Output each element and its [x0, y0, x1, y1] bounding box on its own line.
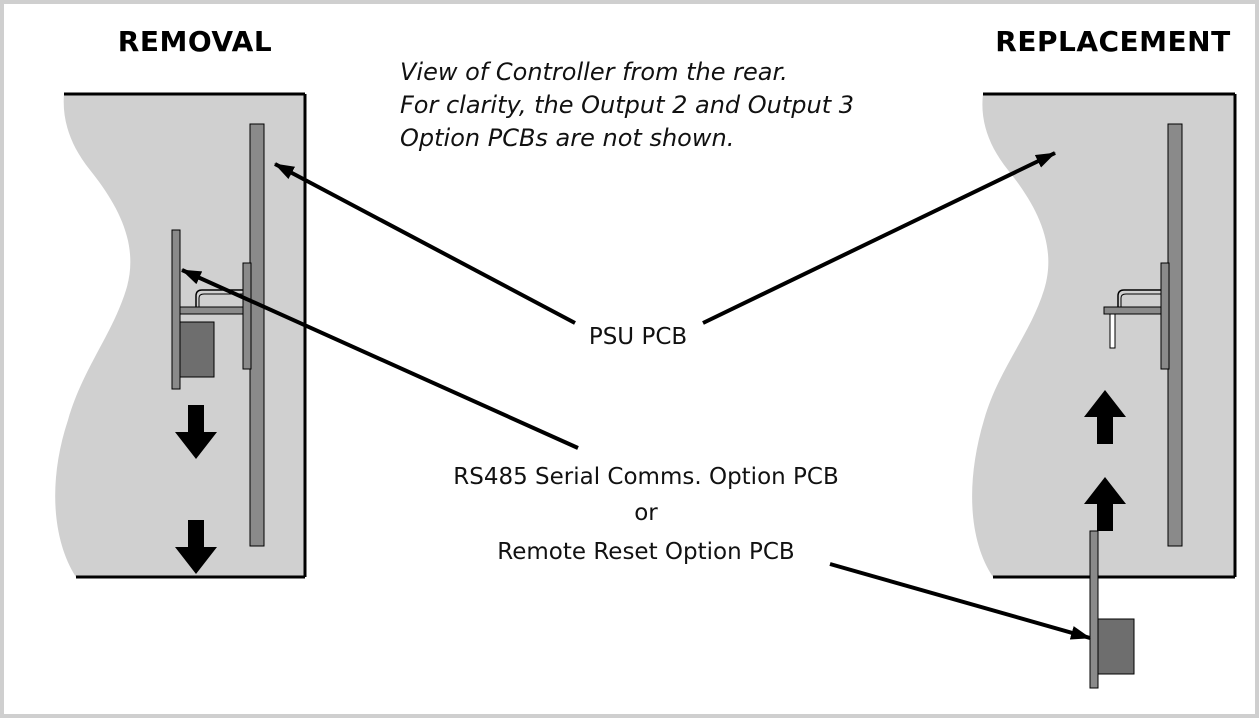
note-line-3: Option PCBs are not shown.: [400, 124, 734, 152]
removal-down-arrow-2: [175, 520, 217, 574]
option-label-line-2: or: [634, 500, 658, 526]
option-label-line-3: Remote Reset Option PCB: [497, 539, 794, 565]
replacement-panel: [972, 92, 1237, 689]
arrow-psu-to-removal: [274, 162, 576, 325]
option-label-line-1: RS485 Serial Comms. Option PCB: [453, 464, 839, 490]
replacement-socket-pin: [1109, 313, 1116, 349]
replacement-psu-pin: [1117, 289, 1161, 307]
replacement-up-arrow-1: [1084, 390, 1126, 444]
replacement-heading: REPLACEMENT: [995, 25, 1230, 58]
note-line-2: For clarity, the Output 2 and Output 3: [400, 91, 854, 119]
removal-option-bracket: [179, 306, 244, 315]
note-line-1: View of Controller from the rear.: [400, 58, 788, 86]
removal-option-pcb: [171, 229, 181, 390]
replacement-psu-connector: [1160, 262, 1170, 370]
removal-option-component: [179, 321, 215, 378]
arrow-psu-to-replacement: [702, 151, 1056, 325]
removal-down-arrow-1: [175, 405, 217, 459]
arrow-option-to-removal: [181, 268, 579, 450]
removal-psu-connector: [242, 262, 252, 370]
removal-option-pin: [195, 289, 243, 307]
removal-psu-pcb: [249, 123, 265, 547]
replacement-option-pcb: [1089, 530, 1099, 689]
replacement-psu-bracket: [1103, 306, 1162, 315]
removal-panel: [55, 92, 307, 579]
replacement-option-component: [1097, 618, 1135, 675]
removal-heading: REMOVAL: [118, 25, 272, 58]
pointer-arrows: [181, 151, 1091, 640]
replacement-up-arrow-2: [1084, 477, 1126, 531]
replacement-psu-pcb: [1167, 123, 1183, 547]
psu-pcb-label: PSU PCB: [589, 324, 687, 350]
arrow-option-to-replacement: [829, 562, 1091, 640]
